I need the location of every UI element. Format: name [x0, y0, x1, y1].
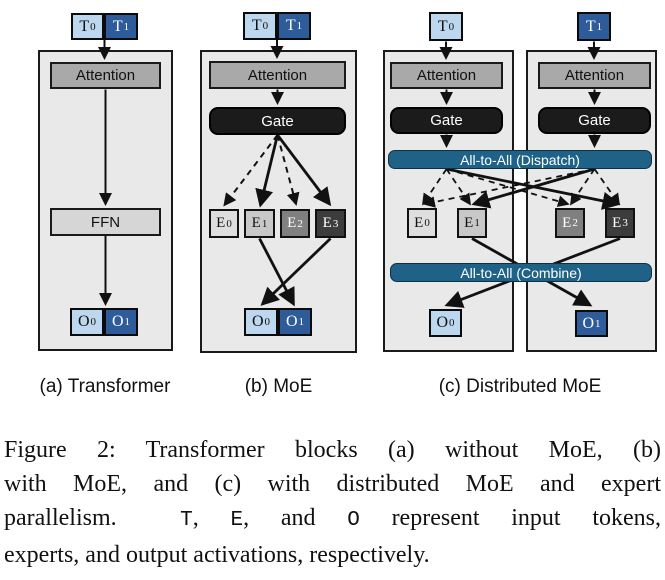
all-to-all-combine-bar: All-to-All (Combine) — [390, 263, 652, 282]
subcaption-c: (c) Distributed MoE — [438, 376, 602, 397]
subcaption-a: (a) Transformer — [39, 376, 171, 397]
dispatch0-to-e1-dashed — [445, 168, 471, 206]
caption-line-1: Figure 2: Transformer blocks (a) without… — [4, 437, 661, 463]
dispatch1-to-e2-dashed — [570, 168, 596, 206]
figure-caption: Figure 2: Transformer blocks (a) without… — [4, 433, 661, 572]
subcaption-b: (b) MoE — [244, 376, 313, 397]
caption-line-2: with MoE, and (c) with distributed MoE a… — [4, 471, 661, 497]
panel-a-wires — [98, 40, 112, 306]
mono-T: T — [180, 509, 193, 532]
gate-to-e1-solid — [255, 134, 279, 208]
dispatch0-to-e0-dashed — [422, 168, 448, 206]
e3-to-o0-solid — [260, 237, 332, 306]
caption-line-4: experts, and output activations, respect… — [4, 542, 430, 568]
gate-to-e0-dashed — [223, 134, 279, 207]
attention-block-a: Attention — [50, 62, 161, 89]
dispatch1-to-e1-solid — [471, 167, 595, 209]
gate-to-e3-solid — [276, 134, 332, 207]
attention-block-c0: Attention — [390, 62, 503, 89]
caption-line-3: parallelism. T, E, and O represent input… — [4, 505, 661, 532]
dispatch1-to-e0-dashed — [423, 168, 595, 208]
attention-block-c1: Attention — [538, 62, 651, 89]
all-to-all-dispatch-bar: All-to-All (Dispatch) — [388, 150, 652, 169]
e1-to-o1-solid — [258, 237, 295, 307]
ffn-block: FFN — [50, 208, 161, 236]
gate-block-c1: Gate — [538, 107, 651, 134]
gate-to-e2-dashed — [276, 134, 300, 206]
attention-block-b: Attention — [209, 61, 346, 89]
gate-block-b: Gate — [209, 107, 346, 135]
mono-E: E — [230, 509, 244, 532]
mono-O: O — [347, 509, 360, 532]
panel-b-wires — [223, 40, 332, 307]
gate-block-c0: Gate — [390, 107, 503, 134]
